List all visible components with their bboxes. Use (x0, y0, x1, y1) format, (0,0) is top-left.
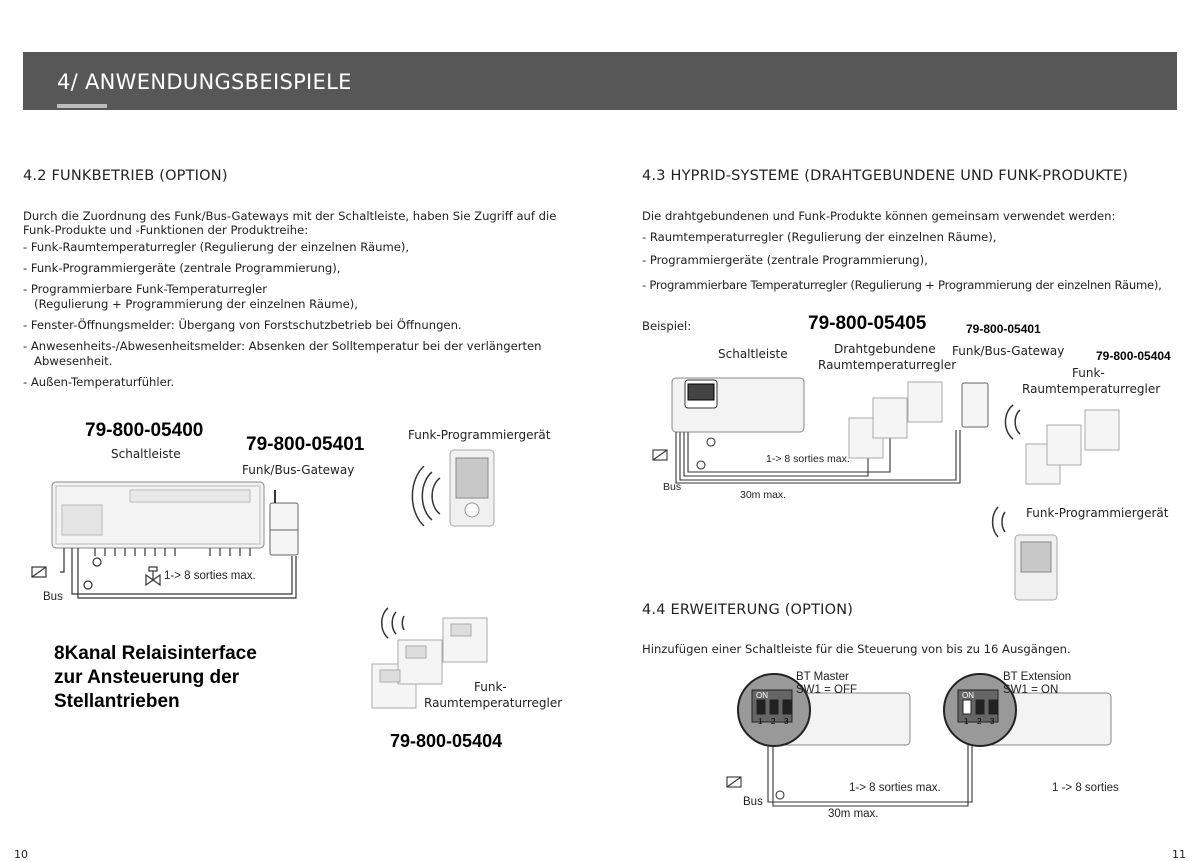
label-funk-thermostat-1: Funk- (474, 680, 507, 694)
label-sorties: 1-> 8 sorties max. (164, 570, 256, 582)
label-funk-thermostat-2: Raumtemperaturregler (424, 696, 563, 710)
label-bt-ext-1: BT Extension (1003, 671, 1072, 683)
label-gateway: Funk/Bus-Gateway (242, 463, 355, 477)
bullet-item: - Programmiergeräte (zentrale Programmie… (642, 253, 928, 267)
part-number-gateway: 79-800-05401 (246, 434, 365, 455)
label-programmer-right: Funk-Programmiergerät (1026, 506, 1169, 520)
bullet-item: Abwesenheit. (23, 354, 113, 368)
section-title-4-2: 4.2 FUNKBETRIEB (OPTION) (23, 168, 228, 184)
label-sorties-master: 1-> 8 sorties max. (849, 782, 941, 794)
note-line-2: zur Ansteuerung der (54, 667, 240, 688)
part-number-funk-right: 79-800-05404 (1096, 349, 1171, 363)
intro-4-3: Die drahtgebundenen und Funk-Produkte kö… (642, 209, 1116, 223)
bullet-item: - Fenster-Öffnungsmelder: Übergang von F… (23, 318, 462, 332)
label-bus: Bus (43, 591, 63, 603)
switch-2-ext: 2 (977, 717, 982, 726)
bullet-item: - Außen-Temperaturfühler. (23, 375, 175, 389)
label-sorties-ext: 1 -> 8 sorties (1052, 782, 1119, 794)
schaltleiste-device (51, 481, 265, 549)
header-accent-line (57, 104, 107, 108)
section-title-4-4: 4.4 ERWEITERUNG (OPTION) (642, 602, 854, 618)
label-30m-44: 30m max. (828, 808, 879, 820)
programmer-device (411, 449, 495, 527)
page-header-bar (23, 52, 1177, 110)
bullet-item: (Regulierung + Programmierung der einzel… (23, 297, 358, 311)
intro-4-4: Hinzufügen einer Schaltleiste für die St… (642, 642, 1071, 656)
intro-line-1: Durch die Zuordnung des Funk/Bus-Gateway… (23, 209, 557, 223)
section-title-4-3: 4.3 HYPRID-SYSTEME (DRAHTGEBUNDENE UND F… (642, 168, 1129, 184)
bullet-item: - Funk-Programmiergeräte (zentrale Progr… (23, 261, 341, 275)
label-sorties-right: 1-> 8 sorties max. (766, 453, 850, 465)
page-title: 4/ ANWENDUNGSBEISPIELE (57, 70, 352, 94)
switch-3-ext: 3 (990, 717, 995, 726)
bullet-item: - Programmierbare Funk-Temperaturregler (23, 282, 268, 296)
bullet-item: - Funk-Raumtemperaturregler (Regulierung… (23, 240, 410, 254)
label-schaltleiste: Schaltleiste (111, 447, 181, 461)
intro-line-2: Funk-Produkte und -Funktionen der Produk… (23, 223, 309, 237)
label-programmer: Funk-Programmiergerät (408, 428, 551, 442)
switch-3-master: 3 (784, 717, 789, 726)
label-bt-master-2: SW1 = OFF (796, 684, 858, 696)
part-number-thermostat: 79-800-05404 (390, 731, 503, 751)
label-funk-right-2: Raumtemperaturregler (1022, 382, 1161, 396)
switch-on-label-ext: ON (962, 691, 974, 700)
bullet-item: - Programmierbare Temperaturregler (Regu… (642, 278, 1162, 292)
bullet-item: - Raumtemperaturregler (Regulierung der … (642, 230, 997, 244)
note-line-3: Stellantrieben (54, 691, 180, 712)
part-number-schaltleiste: 79-800-05400 (85, 420, 204, 441)
label-bt-master-1: BT Master (796, 671, 849, 683)
label-wired-1: Drahtgebundene (834, 342, 936, 356)
switch-on-label-master: ON (756, 691, 768, 700)
bullet-item: - Anwesenheits-/Abwesenheitsmelder: Abse… (23, 339, 542, 353)
note-line-1: 8Kanal Relaisinterface (54, 643, 257, 664)
part-number-main: 79-800-05405 (808, 313, 927, 334)
label-beispiel: Beispiel: (642, 319, 692, 333)
switch-1-ext: 1 (964, 717, 969, 726)
label-bt-ext-2: SW1 = ON (1003, 684, 1059, 696)
switch-1-master: 1 (758, 717, 763, 726)
label-bus-right: Bus (663, 481, 682, 493)
label-gateway-right: Funk/Bus-Gateway (952, 344, 1065, 358)
label-wired-2: Raumtemperaturregler (818, 358, 957, 372)
switch-2-master: 2 (771, 717, 776, 726)
page-number-right: 11 (1172, 848, 1186, 861)
part-number-gateway-right: 79-800-05401 (966, 322, 1041, 336)
label-30m-right: 30m max. (740, 489, 787, 501)
label-schaltleiste-right: Schaltleiste (718, 347, 788, 361)
label-funk-right-1: Funk- (1072, 366, 1105, 380)
page-number-left: 10 (14, 848, 28, 861)
label-bus-44: Bus (743, 796, 763, 808)
